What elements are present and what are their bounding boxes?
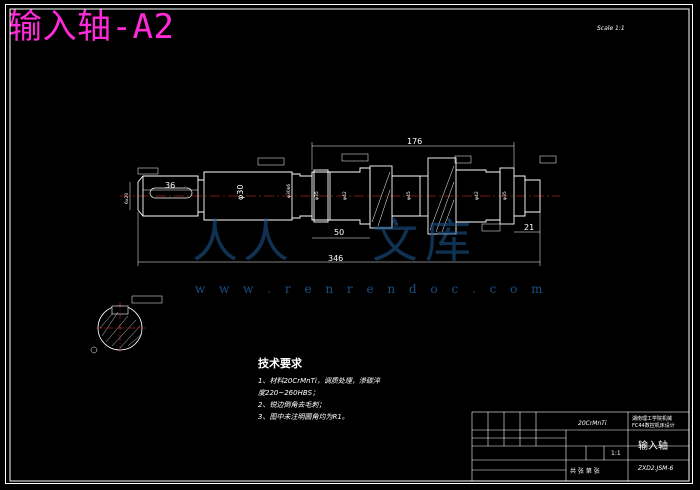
keyway xyxy=(149,187,193,199)
watermark-url: w w w . r e n r e n d o c . c o m xyxy=(195,282,548,296)
svg-text:φ35: φ35 xyxy=(314,191,320,200)
svg-text:φ30k6: φ30k6 xyxy=(286,184,292,198)
tb-part-name: 输入轴 xyxy=(638,441,668,452)
tb-scale: 1:1 xyxy=(611,450,621,457)
tech-line-1: 1、材料20CrMnTi，调质处理，渗碳淬 xyxy=(258,377,380,385)
svg-text:φ42: φ42 xyxy=(474,191,480,200)
dimension-lines xyxy=(129,142,541,266)
tech-heading: 技术要求 xyxy=(258,357,302,370)
tech-requirements: 技术要求 1、材料20CrMnTi，调质处理，渗碳淬 度220~260HBS； … xyxy=(258,355,380,423)
tech-line-3: 3、图中未注明圆角均为R1。 xyxy=(258,413,349,421)
dim-346: 346 xyxy=(328,254,344,263)
watermark-glyph-3: 文 xyxy=(372,214,418,268)
svg-text:φ42: φ42 xyxy=(342,191,348,200)
title-block xyxy=(471,411,690,482)
shaft-outline xyxy=(137,157,541,235)
scale-note: Scale 1:1 xyxy=(597,25,625,32)
drawing-border xyxy=(5,4,693,484)
drawing-title: 输入轴-A2 xyxy=(8,7,175,47)
watermark-glyph-4: 库 xyxy=(425,214,471,268)
dim-50: 50 xyxy=(334,228,345,237)
svg-text:6x20: 6x20 xyxy=(124,193,130,204)
svg-text:φ35: φ35 xyxy=(502,191,508,200)
tb-school: 湖南理工学院机械 xyxy=(632,416,673,422)
tb-project: FC44数控机床设计 xyxy=(632,423,675,429)
dim-36: 36 xyxy=(165,181,176,190)
tiny-labels: φ30k6 φ35 φ42 φ45 φ42 φ35 6x20 xyxy=(124,184,508,204)
dim-21: 21 xyxy=(524,223,535,232)
tech-line-2: 2、锐边倒角去毛刺； xyxy=(258,401,326,409)
tolerance-frames xyxy=(131,153,557,304)
svg-text:φ45: φ45 xyxy=(406,191,412,200)
tb-sheet: 共 张 第 张 xyxy=(570,468,600,475)
dim-phi30: φ30 xyxy=(236,184,245,200)
gear-hatching xyxy=(371,165,455,233)
watermark-glyph-2: 人 xyxy=(243,214,289,268)
tech-line-1b: 度220~260HBS； xyxy=(258,389,320,397)
tb-material: 20CrMnTi xyxy=(578,420,607,427)
dim-176: 176 xyxy=(407,137,423,146)
tb-drawing-no: ZXD2.JSM-6 xyxy=(638,465,674,472)
watermark-glyph-1: 人 xyxy=(192,214,238,268)
section-view xyxy=(90,302,146,354)
inner-border xyxy=(9,8,690,482)
